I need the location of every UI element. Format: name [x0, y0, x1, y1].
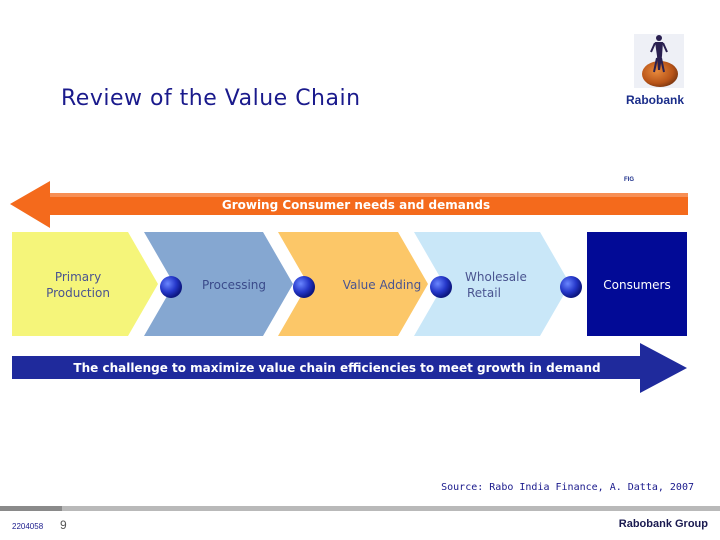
- footer-brand: Rabobank Group: [618, 518, 708, 530]
- connector-dot-2: [293, 276, 315, 298]
- document-code: 2204058: [12, 522, 44, 531]
- stage-label-processing: Processing: [202, 278, 266, 292]
- connector-dot-3: [430, 276, 452, 298]
- stage-consumers: [587, 232, 687, 336]
- stage-primary-production: [12, 232, 158, 336]
- footer-divider: [0, 506, 720, 511]
- stage-processing: [144, 232, 293, 336]
- rabobank-logo-icon: [634, 34, 684, 88]
- top-arrow-label: Growing Consumer needs and demands: [222, 198, 490, 212]
- stage-wholesale-retail: [414, 232, 570, 336]
- bottom-arrow: [12, 343, 687, 393]
- figure-label: FIG: [624, 177, 634, 183]
- stage-label-primary-2: Production: [46, 286, 110, 300]
- stage-label-primary-1: Primary: [55, 270, 101, 284]
- top-arrow: [10, 181, 688, 228]
- connector-dot-1: [160, 276, 182, 298]
- source-citation: Source: Rabo India Finance, A. Datta, 20…: [441, 482, 694, 493]
- connector-dot-4: [560, 276, 582, 298]
- page-number: 9: [60, 518, 67, 532]
- stage-label-consumers: Consumers: [603, 278, 670, 292]
- stage-label-value-adding: Value Adding: [343, 278, 422, 292]
- logo-text: Rabobank: [626, 93, 685, 107]
- stage-label-wholesale-1: Wholesale: [465, 270, 527, 284]
- bottom-arrow-label: The challenge to maximize value chain ef…: [73, 361, 600, 375]
- slide-title: Review of the Value Chain: [61, 86, 361, 111]
- stage-value-adding: [278, 232, 428, 336]
- stage-label-wholesale-2: Retail: [467, 286, 501, 300]
